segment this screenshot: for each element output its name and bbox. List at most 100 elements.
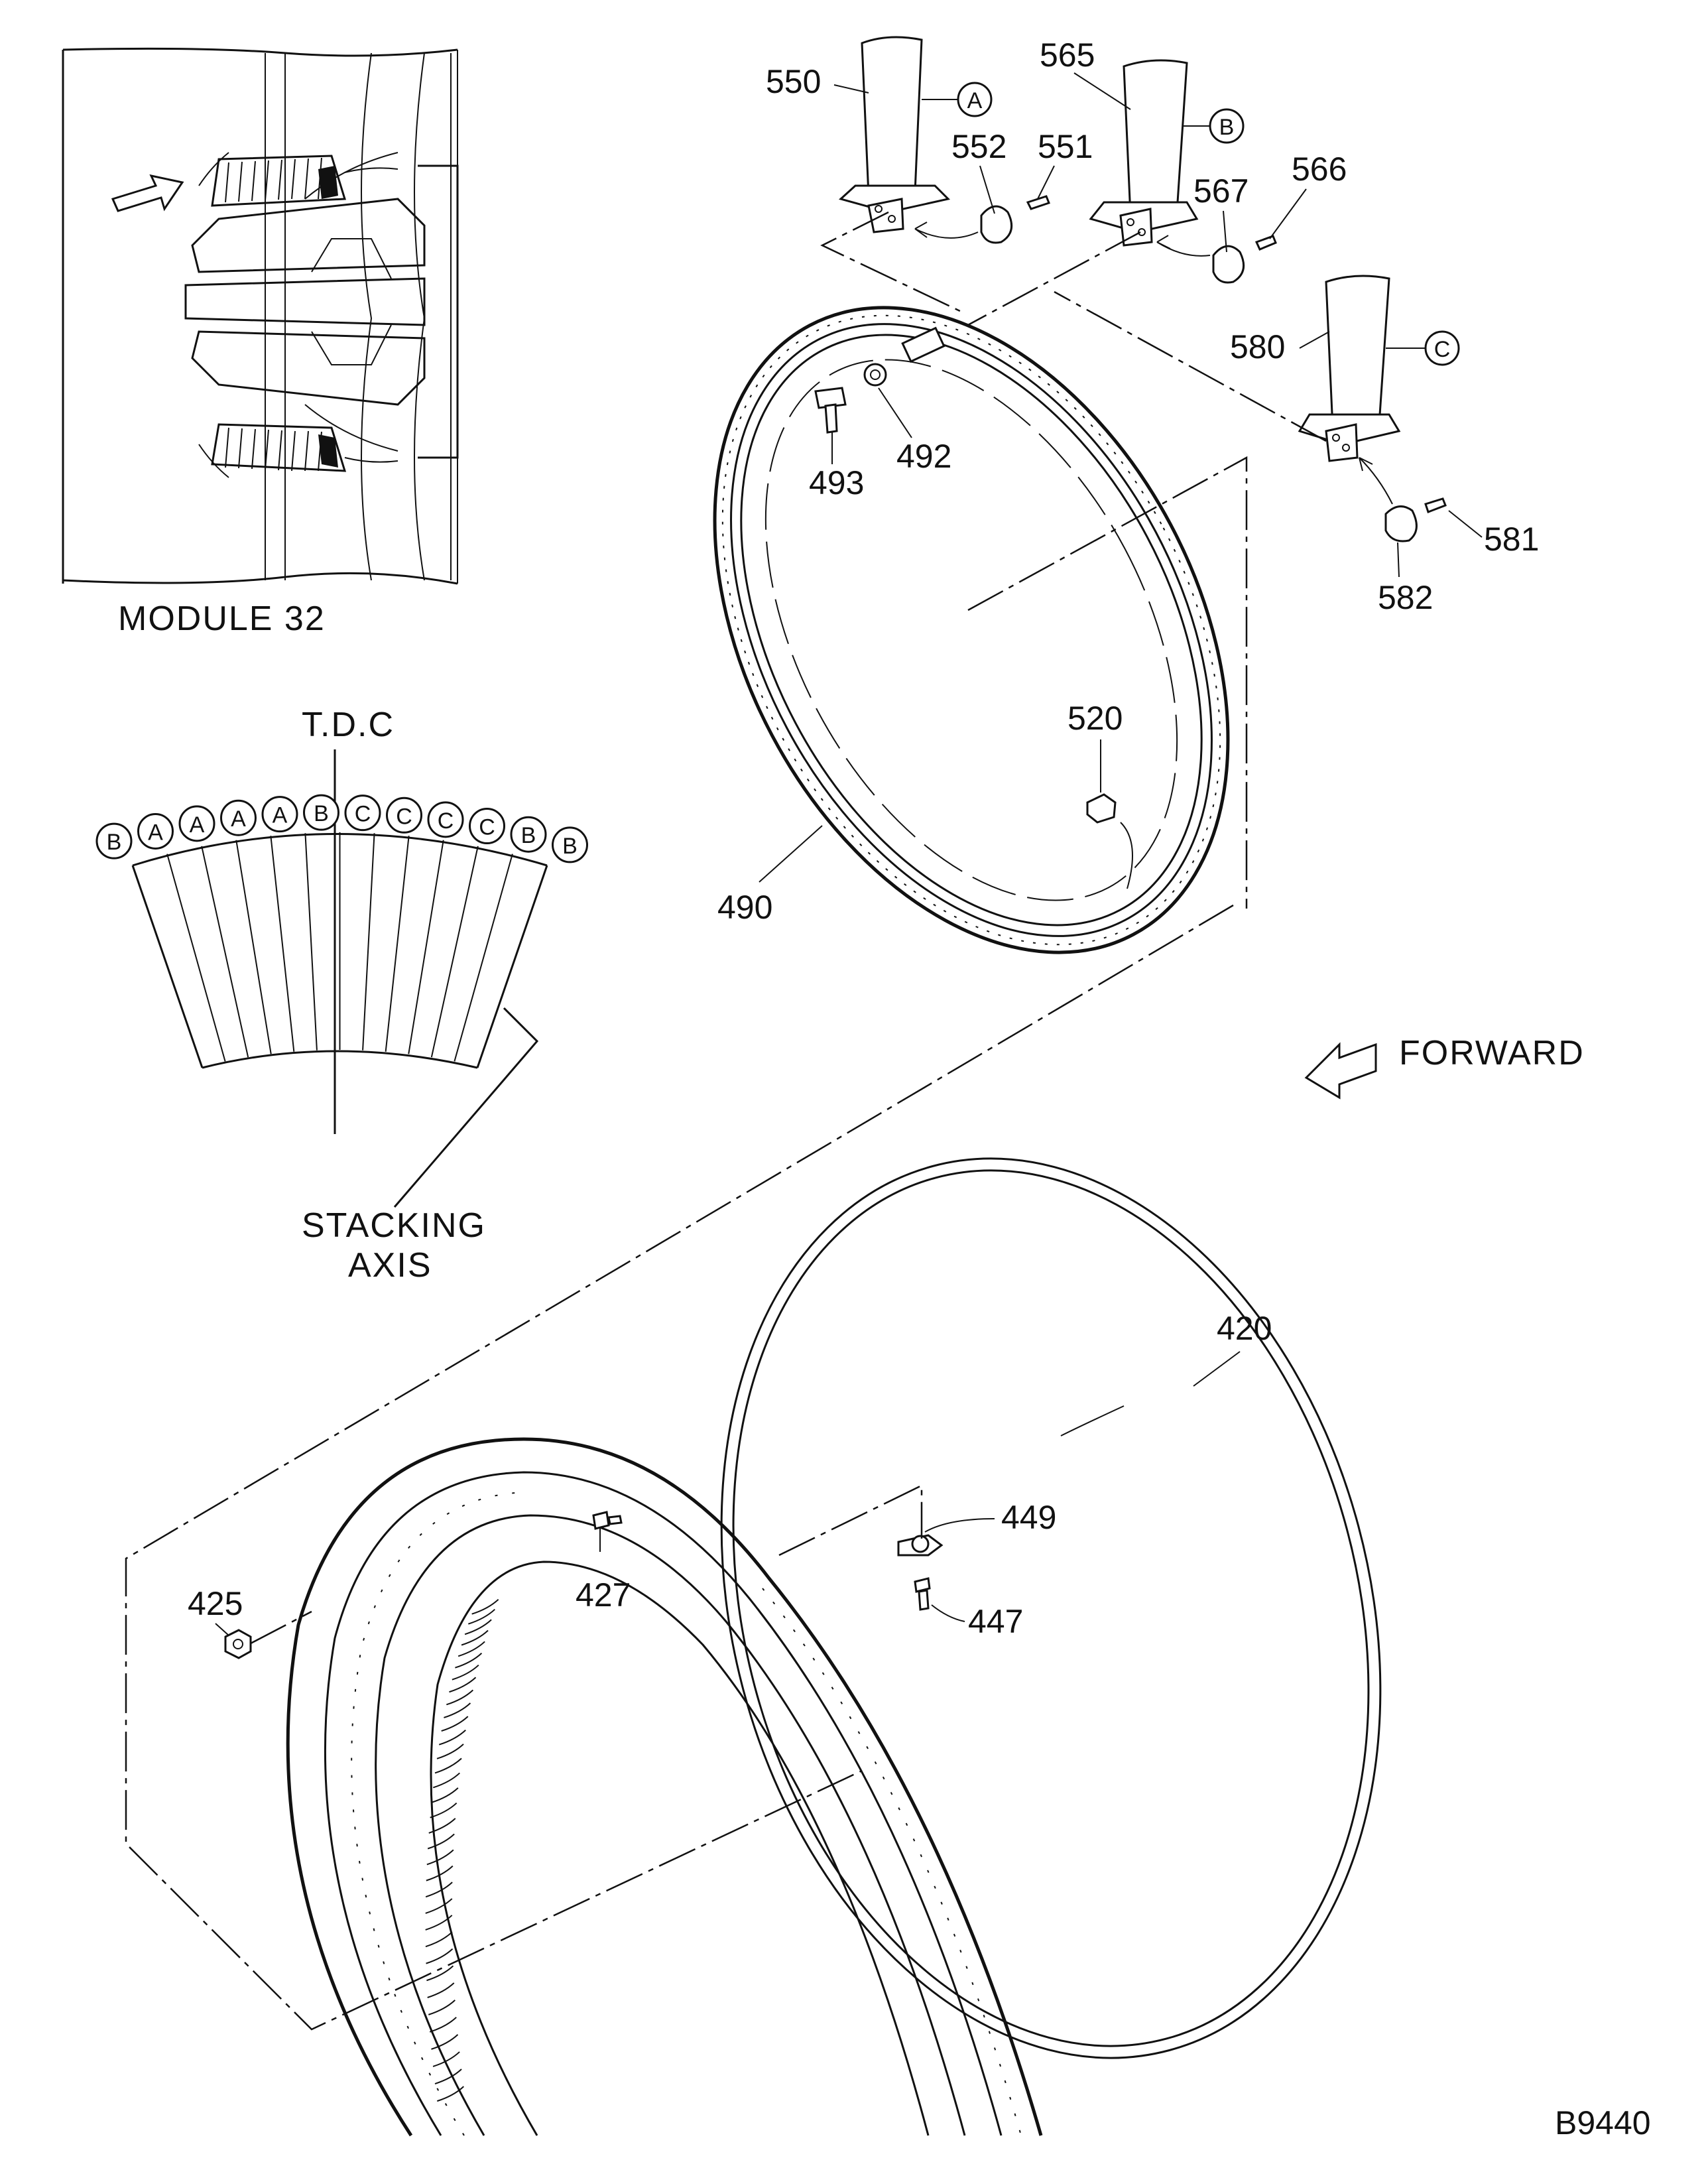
sequence-tag: C: [344, 795, 381, 832]
sequence-letter: A: [190, 812, 205, 838]
case-ribs: [425, 1598, 499, 2102]
module-inset: MODULE 32: [62, 47, 459, 638]
sequence-tag: B: [552, 826, 588, 863]
plate-567: [1212, 245, 1245, 284]
callout-580: 580: [1230, 328, 1285, 365]
seal-ring-420: [720, 1157, 1382, 2059]
vane-arc-inner: [202, 1050, 478, 1069]
vane-segment-line: [454, 854, 513, 1062]
callout-565: 565: [1040, 36, 1095, 74]
vane-segment-line: [385, 836, 410, 1052]
case-ring: [286, 1437, 1043, 2137]
vane-arc-outer: [132, 833, 548, 867]
figure-id: B9440: [1555, 2104, 1651, 2141]
case-rib: [446, 1689, 474, 1706]
sequence-tag: C: [386, 796, 422, 834]
bracket-449: [897, 1518, 995, 1557]
stacking-axis-label-1: STACKING: [302, 1206, 486, 1245]
case-rib: [431, 1787, 459, 1803]
sequence-tag: B: [303, 794, 339, 831]
screw-581: [1424, 497, 1447, 513]
sequence-tag: A: [261, 796, 298, 833]
case-rib: [432, 2051, 460, 2067]
sequence-letter: C: [396, 804, 412, 829]
screw-551: [1026, 195, 1050, 210]
case-rib: [425, 1915, 453, 1931]
callout-566: 566: [1292, 151, 1347, 188]
callout-425: 425: [188, 1585, 243, 1622]
sequence-letter: C: [438, 808, 454, 834]
plate-582: [1384, 505, 1418, 542]
sequence-letter: A: [231, 806, 246, 832]
sequence-letter: B: [314, 801, 329, 826]
vane-segment-line: [235, 840, 272, 1054]
vane-tag-b: B: [1184, 108, 1245, 144]
callout-582: 582: [1378, 579, 1433, 616]
tdc-label: T.D.C: [302, 706, 395, 744]
case-rib: [426, 1849, 454, 1866]
case-rib: [425, 1898, 453, 1914]
stacking-axis-label-2: AXIS: [348, 1246, 432, 1285]
callout-447: 447: [968, 1603, 1023, 1640]
case-rib: [426, 1948, 454, 1964]
sequence-letter: B: [562, 834, 578, 859]
svg-text:B: B: [1219, 115, 1235, 140]
case-rib: [425, 1881, 453, 1898]
vane-edge-line: [131, 865, 204, 1068]
callout-581: 581: [1484, 521, 1539, 558]
module-label: MODULE 32: [118, 600, 326, 638]
sequence-letter: C: [355, 802, 371, 827]
vane-segment-line: [166, 854, 226, 1062]
sequence-tag: C: [427, 801, 464, 838]
sequence-letter: A: [148, 820, 163, 845]
sequence-letter: A: [273, 803, 288, 828]
case-rib: [426, 1865, 454, 1881]
case-rib: [434, 1757, 462, 1774]
callout-427: 427: [576, 1576, 631, 1614]
stacking-axis-leader: [393, 1007, 539, 1208]
ring-490: [713, 306, 1230, 954]
bushing-425: [224, 1610, 312, 1659]
sequence-letter: B: [107, 830, 122, 855]
case-rib: [461, 1629, 489, 1646]
callout-551: 551: [1038, 128, 1093, 165]
case-rib: [455, 1652, 483, 1669]
case-rib: [467, 1608, 495, 1625]
vane-c: [1298, 275, 1447, 542]
screw-566: [1254, 235, 1277, 251]
case-rib: [431, 2034, 459, 2050]
sequence-tag: B: [95, 822, 133, 859]
case-rib: [436, 1744, 464, 1759]
case-rib: [441, 1716, 469, 1732]
case-rib: [429, 2017, 457, 2033]
sequence-letter: B: [521, 823, 536, 848]
vane-segment-line: [201, 846, 249, 1058]
vane-b: [1089, 59, 1277, 284]
svg-text:A: A: [967, 88, 983, 113]
forward-label: FORWARD: [1399, 1034, 1585, 1072]
vane-segment-line: [430, 846, 479, 1058]
callout-520: 520: [1068, 700, 1123, 737]
callout-567: 567: [1193, 172, 1249, 210]
vane-segments: [131, 832, 548, 1068]
case-rib: [457, 1641, 485, 1657]
case-rib: [434, 2069, 462, 2084]
callout-449: 449: [1001, 1499, 1056, 1536]
vane-tag-a: A: [922, 82, 993, 117]
stud-427: [592, 1511, 623, 1552]
case-rib: [428, 2000, 456, 2015]
case-rib: [464, 1619, 492, 1635]
callout-493: 493: [809, 464, 864, 501]
sequence-tag: C: [469, 808, 505, 845]
sequence-tag: A: [178, 805, 215, 842]
vane-segment-line: [304, 833, 318, 1050]
vane-segment-line: [270, 836, 295, 1052]
case-rib: [436, 2086, 464, 2102]
forward-arrow: FORWARD: [1304, 1034, 1585, 1100]
sequence-tag: A: [137, 812, 174, 850]
case-rib: [432, 1772, 460, 1789]
case-rib: [430, 1802, 457, 1818]
nut-520: [1086, 793, 1133, 889]
